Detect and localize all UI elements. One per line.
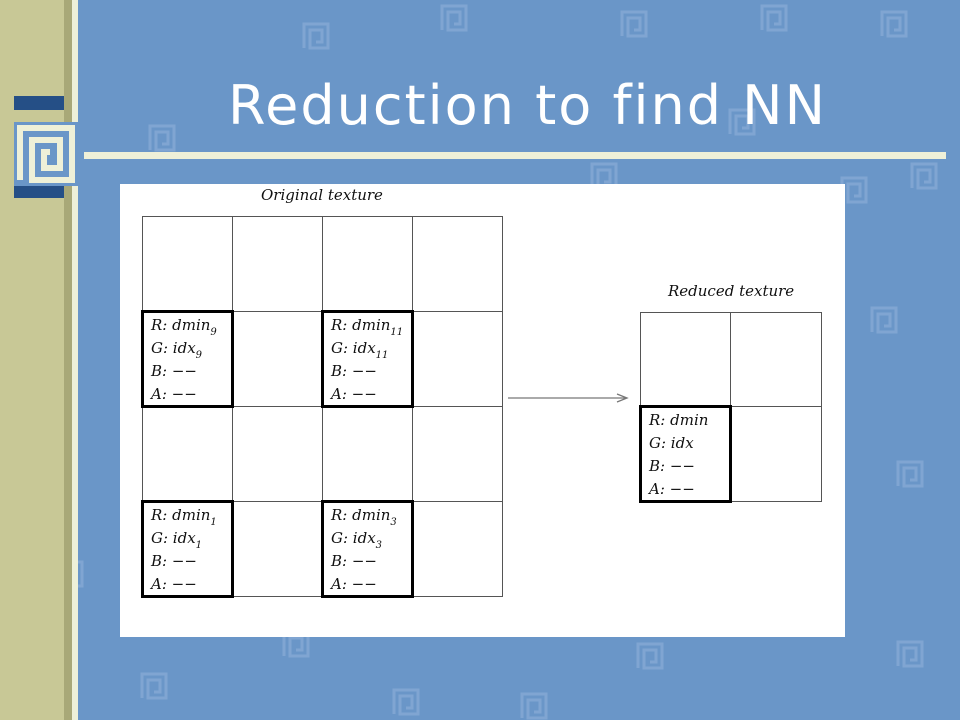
g-channel-subscript: 3	[375, 540, 383, 551]
greek-key-motif-icon	[896, 640, 924, 668]
original-texture-label: Original texture	[261, 186, 383, 204]
greek-key-motif-icon	[760, 4, 788, 32]
b-channel-label: B: −−	[151, 362, 197, 380]
grid-cell	[412, 216, 503, 312]
texel-dmin9: R: dmin9 G: idx9 B: −− A: −−	[141, 310, 234, 408]
g-channel-subscript: 1	[195, 540, 203, 551]
greek-key-motif-icon	[302, 22, 330, 50]
reduced-grid-cell	[640, 312, 731, 407]
reduced-grid-cell	[730, 312, 822, 407]
greek-key-motif-icon	[896, 460, 924, 488]
b-channel-label: B: −−	[331, 552, 377, 570]
slide-title: Reduction to find NN	[228, 74, 827, 137]
grid-cell	[322, 406, 413, 502]
g-channel-label: G: idx	[331, 529, 376, 547]
b-channel-label: B: −−	[331, 362, 377, 380]
dark-accent-bar-top	[14, 96, 64, 110]
r-channel-subscript: 11	[390, 327, 404, 338]
left-strip-shadow	[64, 0, 72, 720]
r-channel-label: R: dmin	[331, 506, 391, 524]
greek-key-logo-icon	[14, 122, 78, 186]
reduced-texel-dmin: R: dmin G: idx B: −− A: −−	[639, 405, 732, 503]
r-channel-label: R: dmin	[151, 316, 211, 334]
greek-key-motif-icon	[392, 688, 420, 716]
g-channel-label: G: idx	[331, 339, 376, 357]
greek-key-motif-icon	[520, 692, 548, 720]
greek-key-motif-icon	[880, 10, 908, 38]
greek-key-motif-icon	[910, 162, 938, 190]
grid-cell	[412, 501, 503, 597]
grid-cell	[322, 216, 413, 312]
g-channel-label: G: idx	[649, 434, 694, 452]
grid-cell	[232, 406, 323, 502]
title-underline	[84, 152, 946, 159]
greek-key-motif-icon	[870, 306, 898, 334]
texel-dmin1: R: dmin1 G: idx1 B: −− A: −−	[141, 500, 234, 598]
r-channel-subscript: 9	[210, 327, 217, 338]
grid-cell	[142, 216, 233, 312]
grid-cell	[232, 216, 323, 312]
greek-key-motif-icon	[148, 124, 176, 152]
g-channel-subscript: 9	[195, 350, 203, 361]
grid-cell	[412, 311, 503, 407]
grid-cell	[412, 406, 503, 502]
reduction-diagram: Original texture R: dmin9 G: idx9 B: −− …	[120, 184, 845, 637]
dark-accent-bar-bottom	[14, 184, 64, 198]
reduced-grid-cell	[730, 406, 822, 502]
reduction-arrow-icon	[508, 393, 629, 403]
r-channel-subscript: 3	[390, 517, 397, 528]
greek-key-motif-icon	[636, 642, 664, 670]
vertical-rule	[72, 0, 78, 720]
left-accent-strip	[0, 0, 64, 720]
g-channel-label: G: idx	[151, 339, 196, 357]
r-channel-label: R: dmin	[649, 411, 709, 429]
greek-key-motif-icon	[440, 4, 468, 32]
r-channel-subscript: 1	[210, 517, 217, 528]
a-channel-label: A: −−	[151, 575, 197, 593]
texel-dmin3: R: dmin3 G: idx3 B: −− A: −−	[321, 500, 414, 598]
r-channel-label: R: dmin	[151, 506, 211, 524]
grid-cell	[232, 311, 323, 407]
b-channel-label: B: −−	[151, 552, 197, 570]
greek-key-motif-icon	[840, 176, 868, 204]
g-channel-subscript: 11	[375, 350, 389, 361]
a-channel-label: A: −−	[331, 385, 377, 403]
g-channel-label: G: idx	[151, 529, 196, 547]
a-channel-label: A: −−	[649, 480, 695, 498]
reduced-texture-label: Reduced texture	[668, 282, 795, 300]
r-channel-label: R: dmin	[331, 316, 391, 334]
texel-dmin11: R: dmin11 G: idx11 B: −− A: −−	[321, 310, 414, 408]
greek-key-motif-icon	[140, 672, 168, 700]
greek-key-motif-icon	[620, 10, 648, 38]
grid-cell	[232, 501, 323, 597]
grid-cell	[142, 406, 233, 502]
a-channel-label: A: −−	[151, 385, 197, 403]
a-channel-label: A: −−	[331, 575, 377, 593]
b-channel-label: B: −−	[649, 457, 695, 475]
